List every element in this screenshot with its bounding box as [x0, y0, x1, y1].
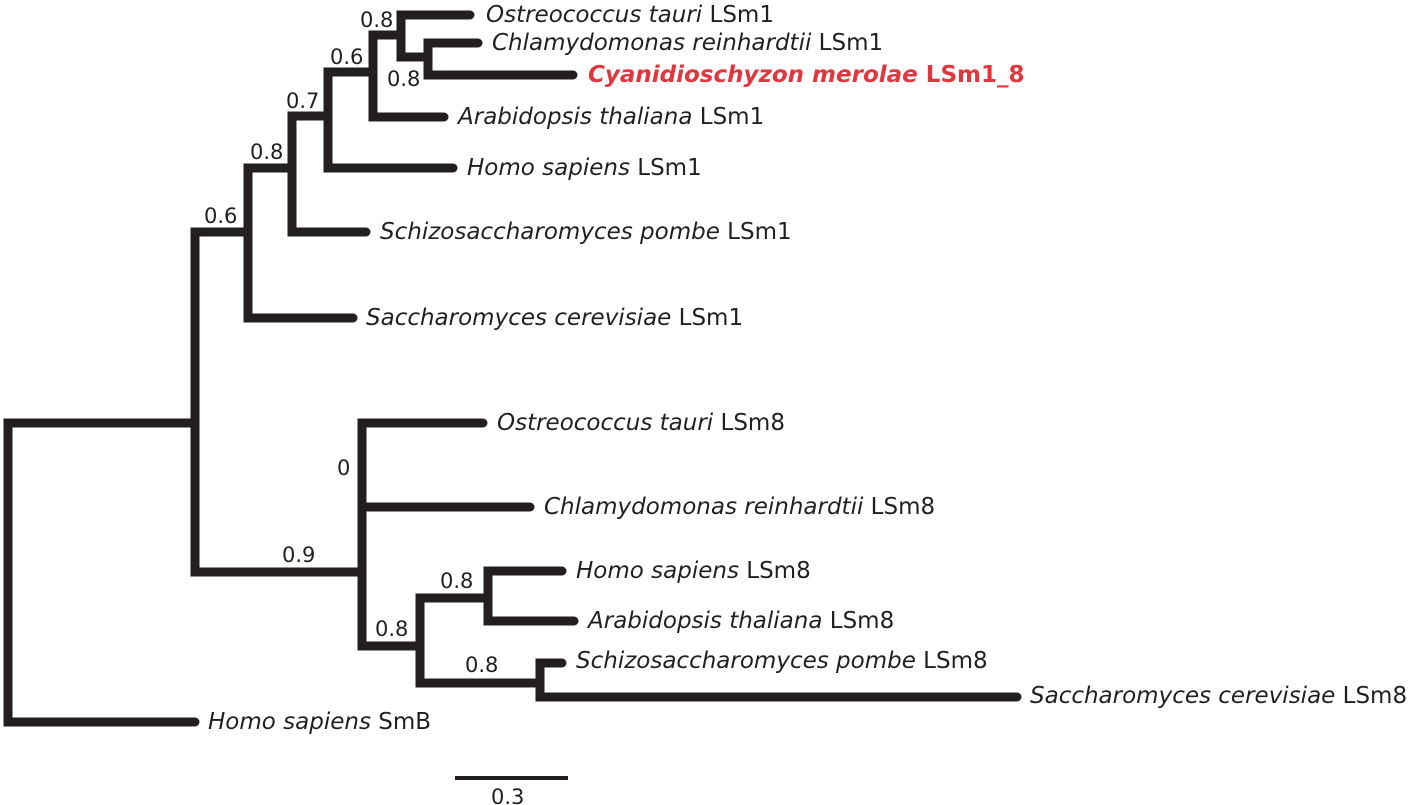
tip-label: Homo sapiens SmB	[208, 709, 431, 735]
tip-label: Saccharomyces cerevisiae LSm8	[1030, 683, 1407, 709]
tip-label: Chlamydomonas reinhardtii LSm1	[492, 30, 883, 56]
tip-label: Saccharomyces cerevisiae LSm1	[366, 305, 743, 331]
tip-label: Chlamydomonas reinhardtii LSm8	[544, 494, 935, 520]
support-value: 0	[337, 456, 350, 480]
branches	[3, 10, 1022, 727]
tip-label: Arabidopsis thaliana LSm8	[586, 608, 894, 634]
support-value: 0.9	[282, 543, 315, 567]
branch-lsm8-clade	[357, 418, 488, 651]
branch-ot1-cr1-cm18	[396, 10, 475, 62]
branch-ingroup	[190, 227, 367, 577]
tip-label: Arabidopsis thaliana LSm1	[456, 104, 764, 130]
branch-plants	[368, 30, 449, 122]
branch-plants-hs1	[323, 67, 458, 173]
tip-label: Schizosaccharomyces pombe LSm1	[380, 219, 792, 245]
tip-label: Homo sapiens LSm8	[576, 558, 811, 584]
tip-label: Ostreococcus tauri LSm1	[486, 2, 774, 28]
branch-sp8-sc8	[535, 658, 1022, 702]
support-value: 0.8	[440, 569, 473, 593]
scale-bar-label: 0.3	[491, 785, 524, 805]
support-value: 0.8	[360, 8, 393, 32]
branch-hs8-at8	[483, 566, 579, 626]
support-value: 0.8	[375, 617, 408, 641]
tip-label: Schizosaccharomyces pombe LSm8	[576, 648, 988, 674]
branch-cr1-cm18	[423, 38, 578, 80]
tip-label: Ostreococcus tauri LSm8	[497, 410, 785, 436]
support-value: 0.8	[465, 653, 498, 677]
support-value: 0.7	[286, 89, 319, 113]
branch-root	[3, 418, 200, 727]
tip-label-highlighted: Cyanidioschyzon merolae LSm1_8	[588, 62, 1025, 88]
support-value: 0.8	[387, 67, 420, 91]
branch-plants-hs1-sp1	[287, 111, 371, 237]
tip-label: Homo sapiens LSm1	[467, 155, 702, 181]
branch-lsm1-clade	[243, 163, 358, 323]
support-values: 0.8 0.8 0.6 0.7 0.8 0.6 0.9 0 0.8 0.8 0.…	[204, 8, 498, 677]
branch-hs8-at8-sp8-sc8	[415, 593, 545, 688]
support-value: 0.6	[204, 204, 237, 228]
tip-labels: Ostreococcus tauri LSm1 Chlamydomonas re…	[208, 2, 1407, 735]
support-value: 0.6	[330, 45, 363, 69]
support-value: 0.8	[250, 140, 283, 164]
scale-bar: 0.3	[455, 776, 568, 805]
